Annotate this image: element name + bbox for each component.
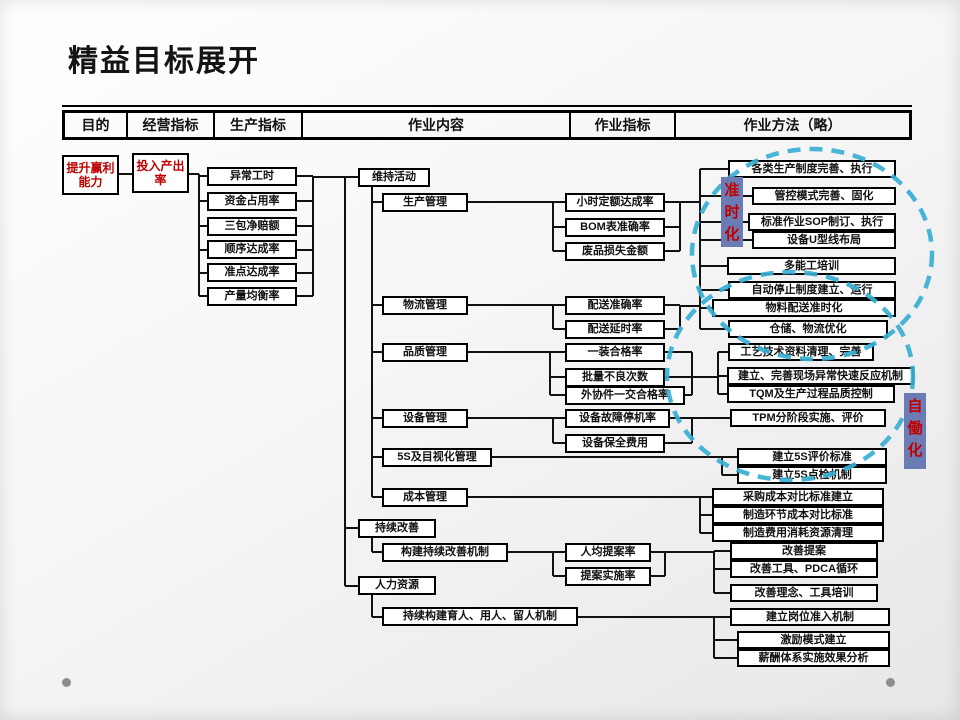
node-logistics-mgmt: 物流管理 — [382, 296, 468, 315]
node-work-method: 物料配送准时化 — [712, 299, 896, 317]
node-work-method: 多能工培训 — [727, 257, 896, 275]
node-purpose: 提升赢利能力 — [62, 155, 119, 195]
node-quality-mgmt: 品质管理 — [382, 343, 468, 362]
node-work-indicator: 设备故障停机率 — [565, 409, 670, 428]
node-work-method: 建立5S评价标准 — [737, 448, 887, 466]
node-production-indicator: 产量均衡率 — [207, 287, 297, 306]
header-cell-business-indicator: 经营指标 — [128, 113, 215, 137]
node-work-indicator: 配送准确率 — [565, 296, 665, 315]
node-continuous-improvement: 持续改善 — [358, 519, 436, 538]
node-work-indicator: 外协件一交合格率 — [565, 386, 685, 405]
node-work-method: 建立5S点检机制 — [737, 466, 887, 484]
header-row: 目的 经营指标 生产指标 作业内容 作业指标 作业方法（略） — [62, 110, 912, 140]
node-cost-mgmt: 成本管理 — [382, 488, 468, 507]
node-work-indicator: BOM表准确率 — [565, 218, 665, 237]
node-work-method: 自动停止制度建立、运行 — [728, 281, 896, 299]
node-work-method: 设备U型线布局 — [752, 231, 896, 249]
node-work-method: 改善工具、PDCA循环 — [730, 560, 878, 578]
node-work-method: 标准作业SOP制订、执行 — [748, 213, 896, 231]
node-work-method: 建立、完善现场异常快速反应机制 — [727, 367, 914, 385]
node-work-method: 管控模式完善、固化 — [752, 187, 896, 205]
node-5s-visual-mgmt: 5S及目视化管理 — [382, 448, 492, 467]
header-cell-work-method: 作业方法（略） — [743, 117, 842, 133]
node-work-indicator: 小时定额达成率 — [565, 193, 665, 212]
node-work-method: 制造费用消耗资源清理 — [712, 524, 884, 542]
node-work-indicator: 提案实施率 — [565, 567, 651, 586]
node-maintain-activity: 维持活动 — [358, 168, 430, 187]
node-production-indicator: 准点达成率 — [207, 263, 297, 282]
node-work-indicator: 人均提案率 — [565, 543, 651, 562]
header-top-rule — [62, 105, 912, 107]
slide-dot-left — [62, 678, 71, 687]
node-work-method: 采购成本对比标准建立 — [712, 488, 884, 506]
node-production-indicator: 资金占用率 — [207, 192, 297, 211]
slide-dot-right — [886, 678, 895, 687]
header-cell-work-content: 作业内容 — [303, 113, 571, 137]
node-people-mechanism: 持续构建育人、用人、留人机制 — [382, 607, 578, 626]
node-human-resource: 人力资源 — [358, 576, 436, 595]
jit-annotation-label: 准时化 — [721, 177, 743, 247]
node-work-method: 各类生产制度完善、执行 — [728, 160, 896, 178]
node-equipment-mgmt: 设备管理 — [382, 409, 468, 428]
header-cell-production-indicator: 生产指标 — [215, 113, 303, 137]
node-production-indicator: 三包净赔额 — [207, 217, 297, 236]
header-cell-purpose: 目的 — [65, 113, 128, 137]
node-production-mgmt: 生产管理 — [382, 193, 468, 212]
node-work-method: 仓储、物流优化 — [728, 320, 888, 338]
page-title: 精益目标展开 — [68, 45, 260, 78]
node-work-indicator: 废品损失金额 — [565, 242, 665, 261]
node-work-indicator: 配送延时率 — [565, 320, 665, 339]
node-work-method: 建立岗位准入机制 — [730, 608, 890, 626]
node-work-indicator: 一装合格率 — [565, 343, 665, 362]
node-work-method: 工艺技术资料清理、完善 — [728, 343, 874, 361]
node-business-indicator: 投入产出率 — [132, 153, 189, 193]
node-work-method: TPM分阶段实施、评价 — [730, 409, 886, 427]
node-work-method: 薪酬体系实施效果分析 — [737, 649, 890, 667]
node-production-indicator: 异常工时 — [207, 167, 297, 186]
header-cell-work-indicator: 作业指标 — [571, 113, 676, 137]
node-work-method: 激励模式建立 — [737, 631, 890, 649]
node-work-method: 制造环节成本对比标准 — [712, 506, 884, 524]
jidoka-annotation-label: 自働化 — [904, 393, 926, 469]
node-work-method: TQM及生产过程品质控制 — [727, 385, 895, 403]
node-work-indicator: 设备保全费用 — [565, 434, 665, 453]
node-production-indicator: 顺序达成率 — [207, 240, 297, 259]
node-work-method: 改善理念、工具培训 — [730, 584, 878, 602]
node-work-indicator: 批量不良次数 — [565, 368, 665, 387]
node-improvement-mechanism: 构建持续改善机制 — [382, 543, 508, 562]
node-work-method: 改善提案 — [730, 542, 878, 560]
